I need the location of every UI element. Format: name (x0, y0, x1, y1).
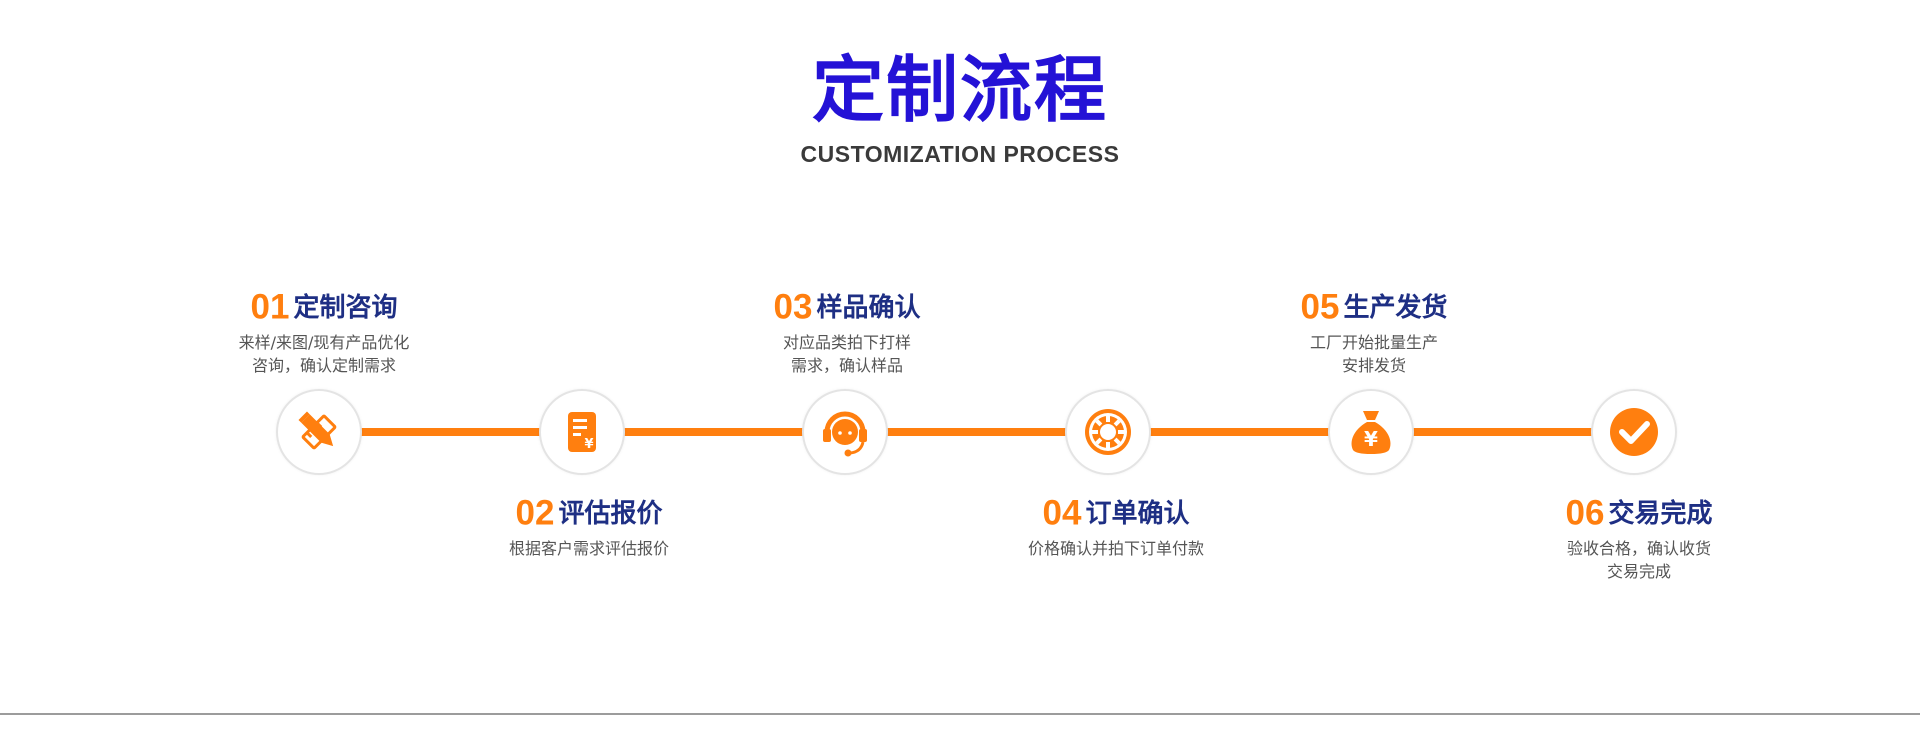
step-4-circle (1065, 389, 1151, 475)
gear-icon (1085, 409, 1131, 455)
page-title: 定制流程 (811, 48, 1108, 132)
step-3-circle (802, 389, 888, 475)
svg-text:¥: ¥ (584, 437, 593, 452)
page-subtitle: CUSTOMIZATION PROCESS (800, 141, 1120, 167)
customer-service-headset-icon (823, 411, 867, 457)
step-1-circle (276, 389, 362, 475)
step-2-title: 评估报价 (558, 498, 663, 529)
step-5-title: 生产发货 (1343, 292, 1448, 323)
quote-document-icon: ¥ (568, 412, 596, 452)
step-6-description: 验收合格，确认收货 交易完成 (1566, 539, 1711, 581)
step-1-description: 来样/来图/现有产品优化 咨询，确认定制需求 (238, 333, 410, 375)
timeline-connector-line (318, 428, 1634, 436)
step-1-number: 01 (250, 287, 290, 327)
step-5-circle: ¥ (1328, 389, 1414, 475)
step-3-number: 03 (773, 287, 813, 327)
step-2-description: 根据客户需求评估报价 (508, 539, 669, 558)
step-6-number: 06 (1565, 493, 1605, 533)
check-circle-icon (1610, 408, 1658, 456)
step-4-title: 订单确认 (1085, 498, 1190, 529)
step-2-circle: ¥ (539, 389, 625, 475)
step-6-circle (1591, 389, 1677, 475)
step-4-number: 04 (1042, 493, 1082, 533)
step-5-description: 工厂开始批量生产 安排发货 (1309, 333, 1438, 375)
step-6-title: 交易完成 (1608, 498, 1713, 529)
step-1-title: 定制咨询 (293, 292, 398, 323)
svg-text:¥: ¥ (1364, 427, 1378, 451)
pencil-ruler-icon (298, 411, 337, 450)
step-4-description: 价格确认并拍下订单付款 (1027, 539, 1204, 558)
bottom-divider (0, 713, 1920, 715)
step-5-number: 05 (1300, 287, 1340, 327)
step-3-description: 对应品类拍下打样 需求，确认样品 (782, 333, 911, 375)
step-3-title: 样品确认 (816, 292, 921, 323)
step-2-number: 02 (515, 493, 555, 533)
money-bag-icon: ¥ (1351, 411, 1391, 454)
